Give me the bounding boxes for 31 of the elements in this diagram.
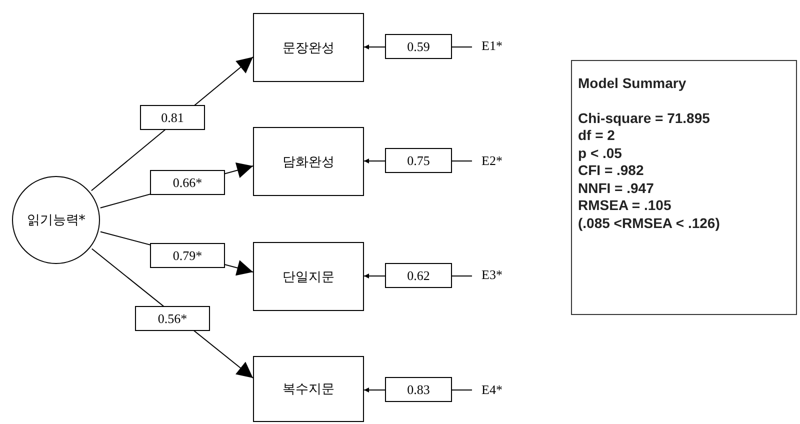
panel-heading: Model Summary [578, 75, 686, 92]
coefficient-label: 0.59 [385, 34, 452, 59]
variable-name: 복수지문 [282, 381, 334, 398]
coefficient-label: 0.66* [150, 170, 225, 195]
variable-name: 담화완성 [282, 154, 334, 170]
observed-variable-box [253, 13, 364, 82]
coefficient-label: 0.75 [385, 148, 452, 173]
fit-statistic: NNFI = .947 [578, 180, 654, 197]
variable-name: 문장완성 [282, 40, 334, 56]
coefficient-label: 0.79* [150, 243, 225, 268]
variable-name: 읽기능력* [26, 212, 86, 229]
fit-statistic: df = 2 [578, 127, 615, 144]
fit-statistic: p < .05 [578, 144, 622, 162]
coefficient-label: 0.83 [385, 377, 452, 402]
fit-statistic: CFI = .982 [578, 162, 644, 180]
variable-name: 단일지문 [282, 268, 334, 286]
coefficient-label: 0.56* [135, 306, 210, 331]
fit-statistic: (.085 <RMSEA < .126) [578, 214, 720, 232]
fit-statistic: Chi-square = 71.895 [578, 110, 710, 127]
error-term-label: E4* [474, 380, 510, 400]
latent-variable-circle [12, 176, 100, 264]
error-term-label: E2* [474, 151, 510, 171]
observed-variable-box [253, 356, 364, 422]
coefficient-label: 0.62 [385, 263, 452, 288]
fit-statistic: RMSEA = .105 [578, 197, 672, 214]
coefficient-label: 0.81 [140, 105, 205, 130]
model-summary-panel [571, 60, 797, 315]
error-term-label: E1* [474, 36, 510, 56]
observed-variable-box [253, 242, 364, 311]
observed-variable-box [253, 127, 364, 196]
error-term-label: E3* [474, 265, 510, 285]
